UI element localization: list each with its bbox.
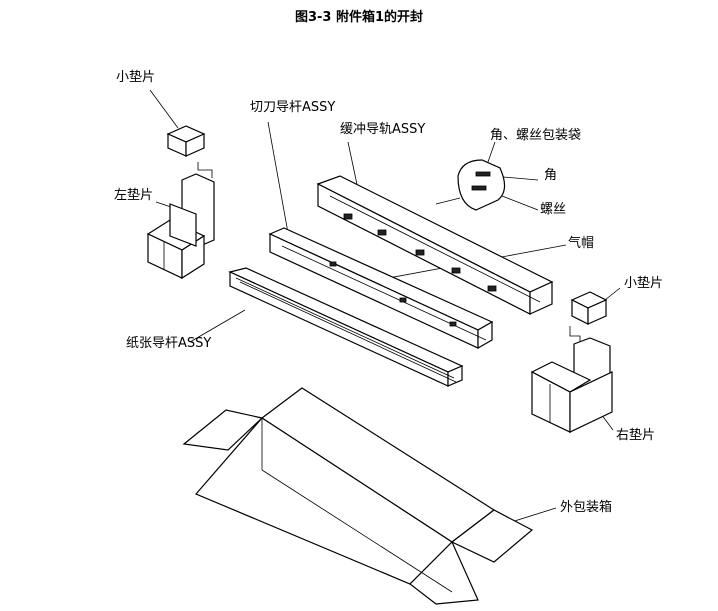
corner-screw-bag-shape xyxy=(457,159,506,211)
label-small-pad-left: 小垫片 xyxy=(116,70,156,85)
left-pad-shape xyxy=(146,173,215,280)
label-paper-guide: 纸张导杆ASSY xyxy=(126,336,212,351)
label-small-pad-right: 小垫片 xyxy=(624,276,664,291)
label-buffer-rail: 缓冲导轨ASSY xyxy=(340,122,426,137)
label-right-pad: 右垫片 xyxy=(616,428,656,443)
small-pad-left-shape xyxy=(166,125,213,178)
label-air-cap: 气帽 xyxy=(568,236,595,251)
paper-guide-shape xyxy=(228,267,464,387)
label-left-pad: 左垫片 xyxy=(114,188,154,203)
label-corner-screw-bag: 角、螺丝包装袋 xyxy=(490,128,582,143)
label-cutter-guide: 切刀导杆ASSY xyxy=(250,100,336,115)
cutter-guide-shape xyxy=(268,227,494,350)
label-corner: 角 xyxy=(544,168,558,183)
outer-box-shape xyxy=(182,387,534,605)
figure-title: 图3-3 附件箱1的开封 xyxy=(294,10,424,25)
right-pad-shape xyxy=(530,337,613,433)
label-outer-box: 外包装箱 xyxy=(560,500,613,515)
buffer-rail-shape xyxy=(316,175,554,315)
small-pad-right-shape xyxy=(569,291,608,344)
label-screw: 螺丝 xyxy=(540,202,567,217)
